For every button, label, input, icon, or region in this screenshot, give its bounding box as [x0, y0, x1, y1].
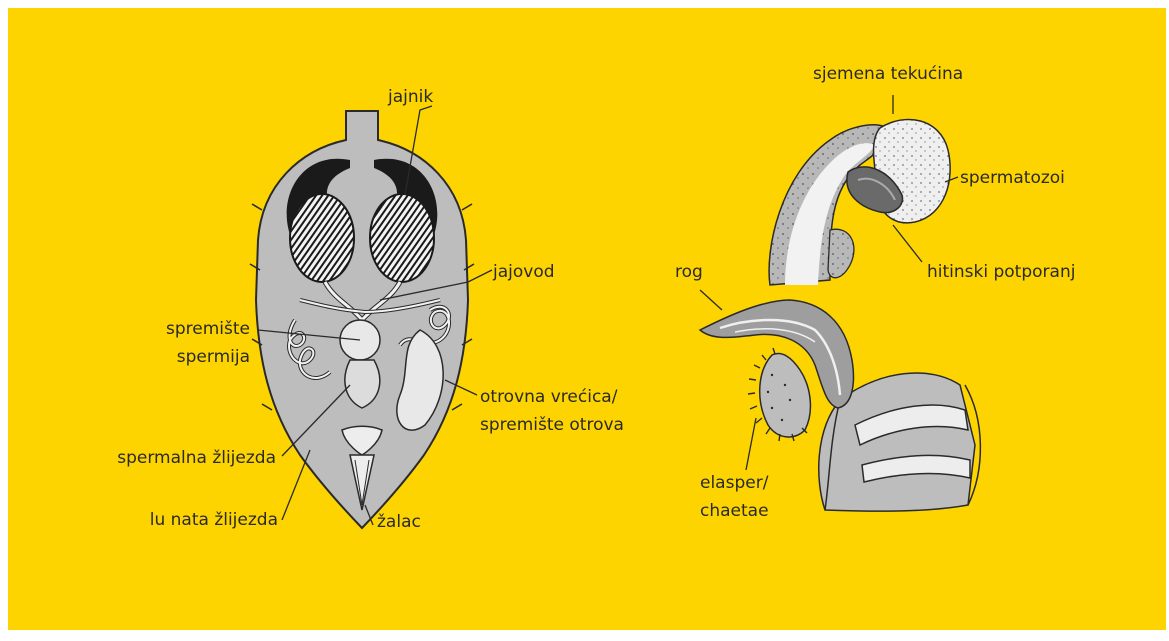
label-elasper-line-1: elasper/: [700, 473, 769, 493]
label-spermalna: spermalna žlijezda: [117, 448, 276, 468]
neck: [828, 229, 854, 278]
male-organ-diagram: [700, 119, 980, 511]
label-spermatozoi: spermatozoi: [960, 168, 1065, 188]
label-elasper-line-2: chaetae: [700, 501, 769, 521]
label-sjemena: sjemena tekućina: [813, 64, 963, 84]
label-spremiste-line-2: spermija: [177, 347, 250, 367]
hairy-lobe: [760, 353, 811, 436]
label-hitinski: hitinski potporanj: [927, 262, 1075, 282]
label-otrovna-line-1: otrovna vrećica/: [480, 387, 618, 407]
label-lunata: lu nata žlijezda: [150, 510, 278, 530]
label-jajnik: jajnik: [387, 87, 433, 107]
label-jajovod: jajovod: [492, 262, 555, 282]
label-zalac: žalac: [377, 512, 421, 532]
female-abdomen-diagram: [250, 111, 474, 528]
label-rog: rog: [675, 262, 703, 282]
label-spremiste-line-1: spremište: [166, 319, 250, 339]
label-otrovna-line-2: spremište otrova: [480, 415, 624, 435]
